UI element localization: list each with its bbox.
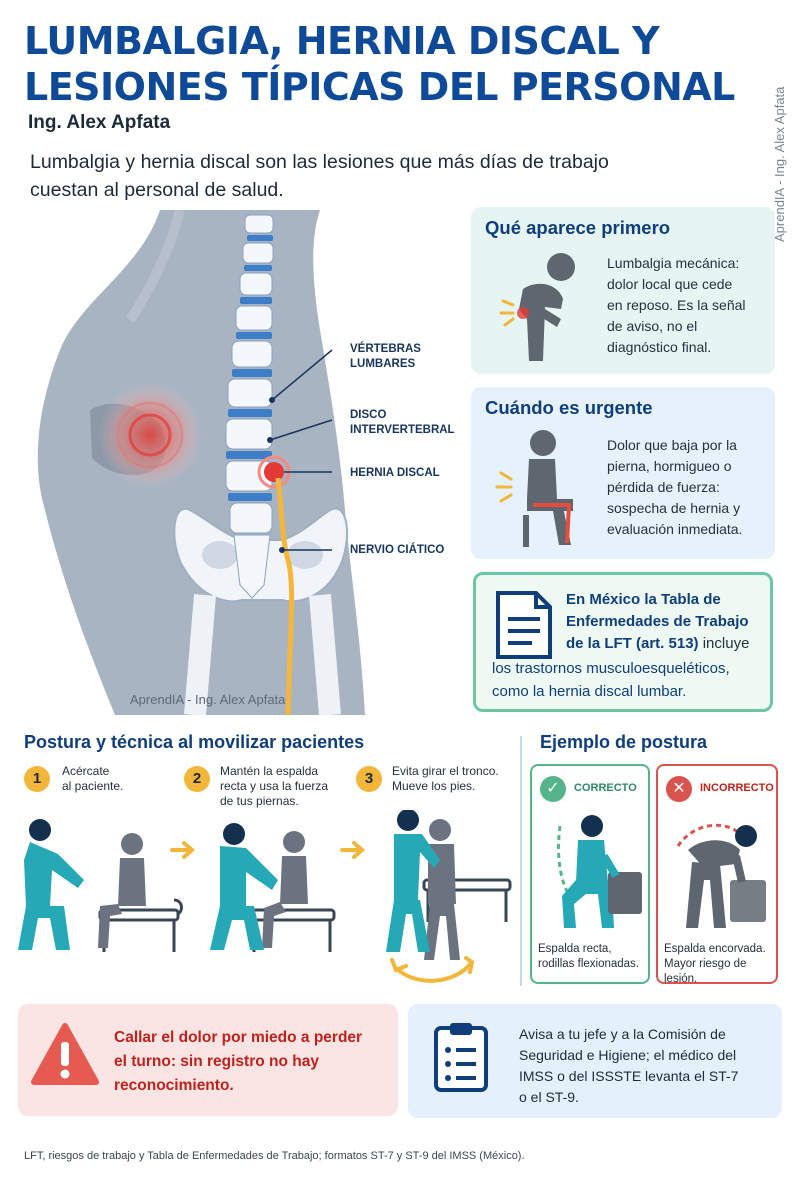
step-2-text: Mantén la espalda recta y usa la fuerza … (220, 764, 329, 808)
step-3-scene (386, 810, 512, 983)
cross-icon: ✕ (666, 776, 692, 802)
step-1-text: Acércate al paciente. (62, 764, 124, 793)
step-3-number: 3 (356, 766, 382, 792)
card-urgent: Cuándo es urgente Dolor que baja por la … (471, 387, 775, 559)
posture-title: Ejemplo de postura (540, 732, 708, 752)
posture-correct-card: ✓ CORRECTO Espalda recta, rodillas flexi… (530, 764, 650, 984)
sciatic-nerve (275, 477, 295, 715)
step-1-scene (18, 819, 183, 952)
incorrect-lifting-figure (676, 823, 766, 928)
pain-glow-icon (98, 383, 202, 487)
document-icon (496, 591, 552, 659)
card-law-text: los trastornos musculoesqueléticos, como… (492, 660, 730, 700)
card-first-title: Qué aparece primero (485, 217, 671, 238)
technique-title: Postura y técnica al movilizar pacientes (24, 732, 365, 752)
author: Ing. Alex Apfata (28, 112, 171, 133)
warning-text: Callar el dolor por miedo a perder el tu… (114, 1029, 363, 1094)
step-2-number: 2 (184, 766, 210, 792)
step-2-scene (210, 823, 336, 952)
section-divider (520, 736, 522, 986)
advice-text: Avisa a tu jefe y a la Comisión de Segur… (519, 1026, 739, 1105)
step-1-number: 1 (24, 766, 50, 792)
sitting-sciatica-person-icon (495, 430, 573, 547)
posture-correct-label: CORRECTO (574, 782, 637, 794)
step-3-text: Evita girar el tronco. Mueve los pies. (392, 764, 499, 793)
card-law-bold: En México la Tabla de Enfermedades de Tr… (566, 591, 750, 652)
title-line-2: LESIONES TÍPICAS DEL PERSONAL (24, 65, 735, 109)
posture-incorrect-card: ✕ INCORRECTO Espalda encorvada. Mayor ri… (656, 764, 778, 985)
label-nervio: NERVIO CIÁTICO (350, 544, 445, 556)
card-first-text: Lumbalgia mecánica: dolor local que cede… (607, 255, 746, 355)
footer-sources: LFT, riesgos de trabajo y Tabla de Enfer… (24, 1150, 525, 1162)
herniation-icon (264, 462, 284, 482)
label-disco: DISCO INTERVERTEBRAL (350, 409, 455, 436)
title-line-1: LUMBALGIA, HERNIA DISCAL Y (24, 19, 660, 63)
correct-lifting-figure (557, 815, 642, 928)
label-hernia: HERNIA DISCAL (350, 467, 440, 479)
label-vertebras: VÉRTEBRAS LUMBARES (350, 343, 421, 370)
patient-transfer-illustration (18, 810, 512, 983)
card-law: En México la Tabla de Enfermedades de Tr… (473, 572, 773, 712)
card-urgent-title: Cuándo es urgente (485, 397, 653, 418)
warning-icon (31, 1023, 99, 1085)
side-watermark: AprendIA - Ing. Alex Apfata (772, 86, 787, 242)
anatomy-credit: AprendIA - Ing. Alex Apfata (130, 692, 286, 707)
spine (225, 214, 274, 599)
posture-correct-caption: Espalda recta, rodillas flexionadas. (538, 943, 640, 970)
clipboard-icon (434, 1023, 488, 1092)
back-pain-person-icon (499, 253, 575, 361)
intro-text: Lumbalgia y hernia discal son las lesion… (30, 151, 609, 201)
card-first-symptom: Qué aparece primero Lumbalgia mecánica: … (471, 207, 775, 374)
card-urgent-text: Dolor que baja por la pierna, hormigueo … (607, 437, 743, 537)
posture-incorrect-caption: Espalda encorvada. Mayor riesgo de lesió… (664, 943, 766, 985)
check-icon: ✓ (540, 776, 566, 802)
spine-anatomy-illustration (37, 210, 366, 715)
posture-incorrect-label: INCORRECTO (700, 782, 774, 794)
page-title: LUMBALGIA, HERNIA DISCAL Y LESIONES TÍPI… (24, 18, 744, 110)
